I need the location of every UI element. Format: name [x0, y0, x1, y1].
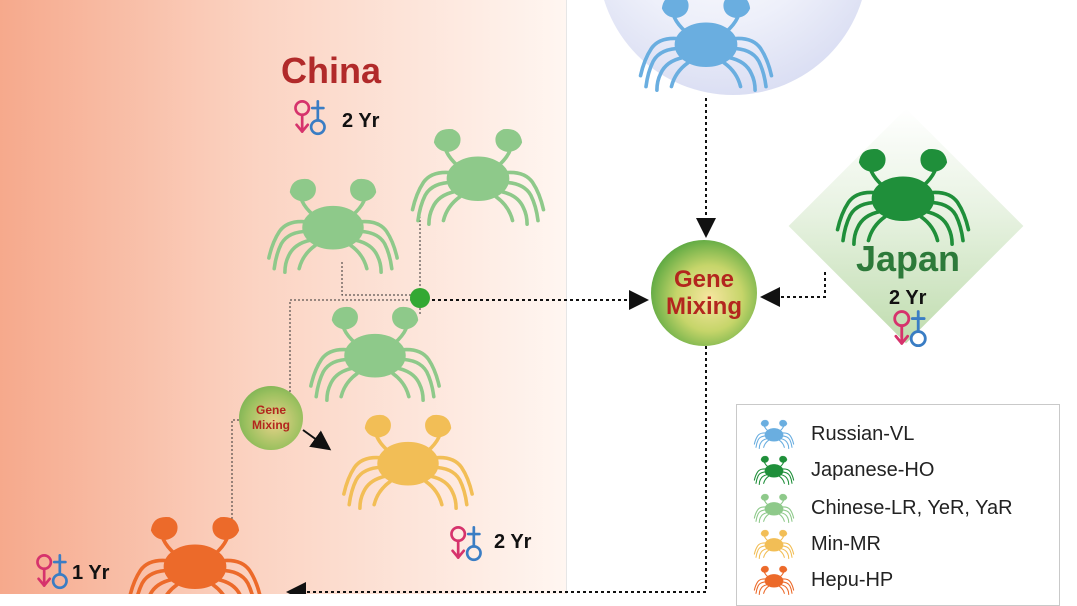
china-crab-join-line — [341, 210, 421, 296]
gene-mixing-main-label-1: Gene — [673, 266, 735, 293]
japan-to-mixing-arrow — [760, 272, 826, 307]
japan-sex-symbols — [892, 309, 928, 348]
legend-crab-icon-russian — [753, 419, 795, 449]
china-lifespan: 2 Yr — [342, 110, 380, 132]
gene-mixing-small-label-2: Mixing — [252, 418, 290, 432]
legend-crab-icon-min — [753, 529, 795, 559]
gene-mixing-small-label-1: Gene — [255, 403, 286, 417]
min-lifespan: 2 Yr — [494, 531, 532, 553]
legend-label-min: Min-MR — [811, 532, 881, 555]
hepu-sex-symbols — [35, 553, 69, 590]
japan-lifespan: 2 Yr — [889, 287, 927, 309]
legend-label-hepu: Hepu-HP — [811, 568, 894, 591]
legend-crab-icon-chinese — [753, 493, 795, 523]
legend-label-chinese: Chinese-LR, YeR, YaR — [811, 496, 1013, 519]
china-title: China — [281, 50, 382, 91]
gene-mixing-main-label-2: Mixing — [666, 293, 742, 320]
gene-mixing-node-china: Gene Mixing — [239, 386, 303, 450]
small-mixing-to-min-arrow — [302, 429, 332, 451]
legend-item-japanese: Japanese-HO — [745, 455, 934, 485]
mixing-to-hepu-arrow — [286, 346, 707, 594]
legend-item-chinese: Chinese-LR, YeR, YaR — [745, 493, 1013, 523]
legend-item-hepu: Hepu-HP — [745, 565, 893, 595]
min-sex-symbols — [449, 525, 483, 562]
gene-mixing-node-main: Gene Mixing — [651, 240, 757, 346]
legend-item-min: Min-MR — [745, 529, 881, 559]
legend-crab-icon-japanese — [753, 455, 795, 485]
legend-crab-icon-hepu — [753, 565, 795, 595]
legend-label-japanese: Japanese-HO — [811, 458, 935, 481]
hepu-lifespan: 1 Yr — [72, 562, 110, 584]
region-divider — [566, 0, 567, 594]
china-sex-symbols — [293, 99, 327, 136]
legend-label-russian: Russian-VL — [811, 422, 915, 445]
china-junction-dot — [410, 288, 430, 308]
china-to-small-mixing-line — [289, 299, 420, 392]
legend: Russian-VL Japanese-HO Chinese-LR, YeR, … — [736, 404, 1060, 606]
legend-item-russian: Russian-VL — [745, 419, 914, 449]
japan-title: Japan — [856, 238, 961, 279]
